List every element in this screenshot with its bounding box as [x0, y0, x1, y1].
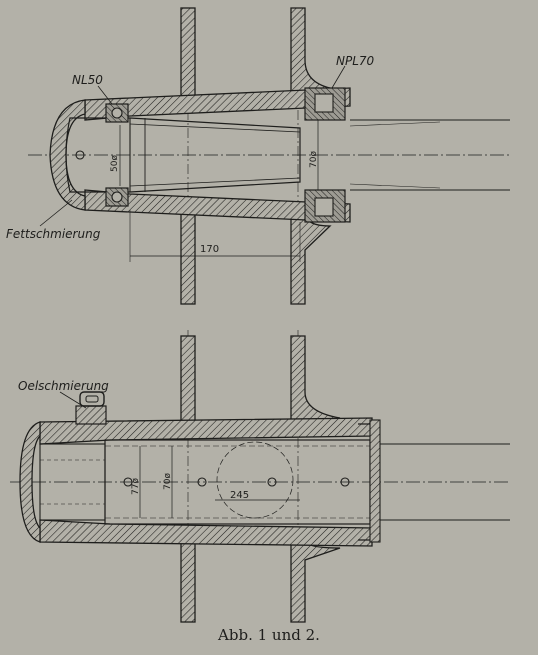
oil-fitting-body	[75, 405, 107, 425]
flange2-left-bottom	[180, 541, 196, 623]
figure-caption: Abb. 1 und 2.	[218, 626, 320, 644]
label-nl50: NL50	[72, 73, 103, 87]
end-cap-left	[49, 99, 86, 211]
dim-outer-2: 70ø	[163, 473, 173, 490]
end-cap2-left	[19, 421, 41, 543]
dim-length-2: 245	[230, 490, 249, 501]
oil-fitting-cap	[79, 391, 105, 407]
flange-left-top	[180, 7, 196, 101]
label-oelschmierung: Oelschmierung	[18, 379, 109, 393]
flange-right-top	[290, 7, 332, 101]
flange2-right-top	[290, 335, 341, 425]
label-npl70: NPL70	[336, 54, 375, 68]
label-fettschmierung: Fettschmierung	[6, 227, 101, 241]
flange2-right-bottom	[290, 539, 341, 623]
flange-left-bottom	[180, 211, 196, 305]
shaft	[65, 117, 301, 193]
dim-length-1: 170	[200, 244, 219, 255]
dim-inner-2: 77ø	[131, 478, 141, 495]
figure-1	[28, 7, 510, 305]
flange2-left-top	[180, 335, 196, 423]
stub-shaft	[39, 443, 106, 521]
dim-inner-1: 50ø	[110, 155, 120, 172]
housing2-top	[39, 417, 373, 445]
figure-2	[10, 330, 510, 623]
dim-outer-1: 70ø	[309, 151, 319, 168]
flange-right-bottom	[290, 211, 332, 305]
